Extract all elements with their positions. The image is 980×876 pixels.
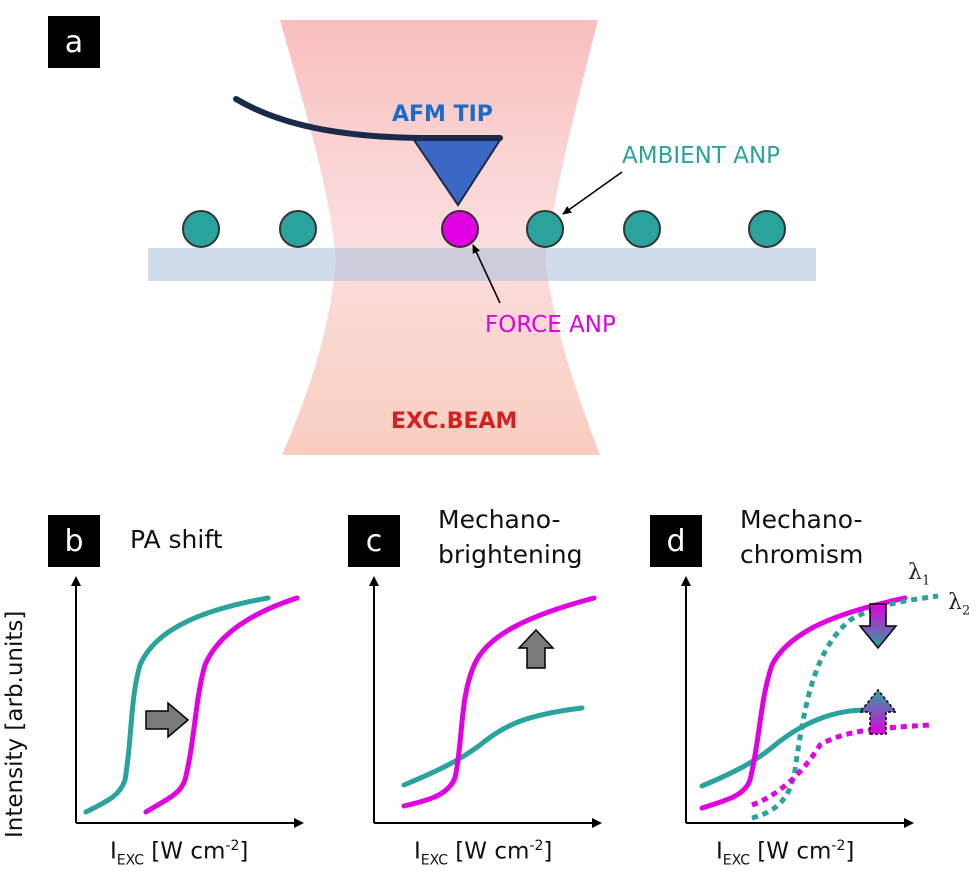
panel-a-badge: a <box>48 16 100 68</box>
x-label-unit: [W cm <box>750 838 832 865</box>
x-label-end: ] <box>543 838 553 865</box>
x-label-main: I <box>414 838 421 865</box>
x-label-unit: [W cm <box>448 838 530 865</box>
ambient-anp-particle <box>623 210 661 248</box>
panel-d-badge: d <box>650 515 702 567</box>
force-anp-particle <box>441 210 479 248</box>
ambient-anp-particle <box>182 210 220 248</box>
afm-tip-label: AFM TIP <box>392 102 493 127</box>
lambda1-label: λ1 <box>908 560 931 589</box>
ambient-anp-particle <box>279 210 317 248</box>
down-gradient-arrow <box>858 603 898 650</box>
x-label-main: I <box>110 838 117 865</box>
brightening-up-arrow <box>517 628 555 669</box>
x-label-sub: EXC <box>116 852 144 869</box>
plot-c <box>369 576 602 828</box>
lambda2-subscript: 2 <box>961 603 971 619</box>
panel-d-title-line1: Mechano- <box>740 505 863 534</box>
exc-beam-label: EXC.BEAM <box>391 409 518 434</box>
force-anp-label: FORCE ANP <box>485 312 616 338</box>
panel-d-title-line2: chromism <box>740 540 864 569</box>
ambient-curve-lambda1 <box>699 707 869 789</box>
x-label-unit: [W cm <box>144 838 226 865</box>
plot-b <box>71 576 304 828</box>
x-label-main: I <box>716 838 723 865</box>
panel-c-title-line1: Mechano- <box>438 505 561 534</box>
panel-c-title-line2: brightening <box>438 540 583 569</box>
panel-b-title: PA shift <box>130 525 223 554</box>
force-pointer-arrow <box>472 244 501 304</box>
x-axis-label-b: IEXC [W cm-2] <box>110 838 248 868</box>
up-gradient-arrow <box>858 688 898 735</box>
x-axis-label-c: IEXC [W cm-2] <box>414 838 552 868</box>
force-curve-lambda2 <box>751 722 931 808</box>
ambient-curve <box>83 595 271 815</box>
ambient-curve-lambda2 <box>751 593 939 821</box>
x-label-sub: EXC <box>722 852 750 869</box>
x-label-end: ] <box>239 838 249 865</box>
afm-tip <box>412 139 502 207</box>
panel-b-badge: b <box>48 515 100 567</box>
x-label-end: ] <box>845 838 855 865</box>
afm-cantilever <box>233 96 503 141</box>
x-label-sup: -2 <box>529 838 544 854</box>
y-axis-label: Intensity [arb.units] <box>2 610 28 838</box>
x-label-sup: -2 <box>225 838 240 854</box>
ambient-anp-particle <box>748 210 786 248</box>
plot-d <box>681 576 939 828</box>
x-axis-label-d: IEXC [W cm-2] <box>716 838 854 868</box>
ambient-pointer-arrow <box>562 171 623 215</box>
x-label-sup: -2 <box>831 838 846 854</box>
ambient-curve <box>401 705 585 788</box>
excitation-beam <box>280 20 600 455</box>
x-label-sub: EXC <box>420 852 448 869</box>
lambda1-subscript: 1 <box>921 573 931 589</box>
lambda2-label: λ2 <box>948 590 971 619</box>
shift-right-arrow <box>145 701 190 739</box>
force-curve-lambda1 <box>699 595 908 811</box>
force-curve <box>143 595 300 815</box>
force-curve <box>401 595 597 809</box>
ambient-anp-label: AMBIENT ANP <box>622 143 781 169</box>
ambient-anp-particle <box>526 210 564 248</box>
panel-c-badge: c <box>348 515 400 567</box>
